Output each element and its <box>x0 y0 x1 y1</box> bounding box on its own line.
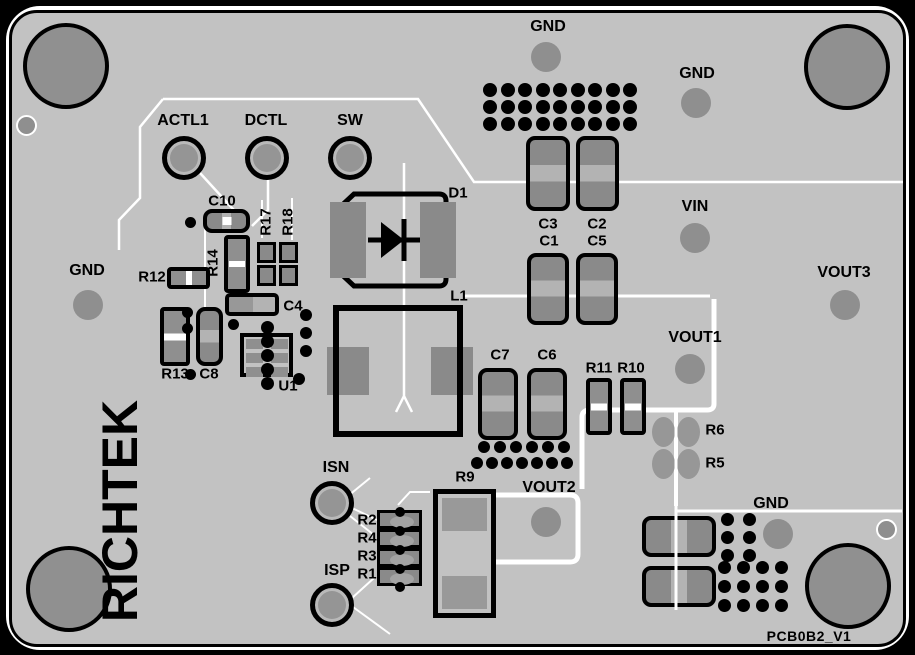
component-r11 <box>586 378 612 435</box>
label-c8: C8 <box>199 365 219 383</box>
label-c4: C4 <box>283 297 303 315</box>
component-c1 <box>527 253 569 325</box>
label-r13: R13 <box>161 365 189 383</box>
pad-gnd-bottom <box>763 519 793 549</box>
component-r6-pad-right <box>677 417 700 447</box>
label-vout1: VOUT1 <box>668 329 722 346</box>
label-r4: R4 <box>357 529 377 547</box>
label-r18: R18 <box>279 208 297 236</box>
component-r5-pad-left <box>652 449 675 479</box>
component-r10 <box>620 378 646 435</box>
pad-vout2 <box>531 507 561 537</box>
component-r14 <box>224 235 250 293</box>
label-c2: C2 <box>587 215 607 233</box>
component-c8 <box>196 307 223 366</box>
component-l1-pad-right <box>431 347 473 395</box>
label-vout2: VOUT2 <box>522 479 576 496</box>
tooling-hole-right <box>876 519 897 540</box>
testpoint-sw <box>328 136 372 180</box>
component-l1 <box>333 305 463 437</box>
d1-outline <box>335 191 449 289</box>
component-r18-pad-bottom <box>279 265 298 286</box>
label-r2: R2 <box>357 511 377 529</box>
label-c6: C6 <box>537 346 557 364</box>
label-c7: C7 <box>490 346 510 364</box>
component-c6 <box>527 368 567 440</box>
label-c5: C5 <box>587 232 607 250</box>
board-version-text: PCB0B2_V1 <box>766 628 852 644</box>
label-r5: R5 <box>705 454 725 472</box>
pad-vout3 <box>830 290 860 320</box>
pad-gnd-left <box>73 290 103 320</box>
label-r12: R12 <box>138 268 166 286</box>
label-gnd-left: GND <box>69 262 105 279</box>
label-gnd-bottom: GND <box>753 495 789 512</box>
testpoint-isp <box>310 583 354 627</box>
label-d1: D1 <box>448 184 468 202</box>
label-vin: VIN <box>681 198 709 215</box>
mounting-hole-top-right <box>804 24 890 110</box>
label-r11: R11 <box>585 359 613 377</box>
component-r9 <box>433 489 496 618</box>
label-r14: R14 <box>204 249 222 277</box>
component-c7 <box>478 368 518 440</box>
component-r5-pad-right <box>677 449 700 479</box>
label-gnd-top: GND <box>530 18 566 35</box>
component-r12 <box>167 267 210 289</box>
tooling-hole-left <box>16 115 37 136</box>
label-r1: R1 <box>357 565 377 583</box>
label-c1: C1 <box>539 232 559 250</box>
testpoint-dctl <box>245 136 289 180</box>
component-c3 <box>526 136 570 211</box>
component-r17-pad-top <box>257 242 276 263</box>
label-gnd-right: GND <box>679 65 715 82</box>
component-d1-pad-right <box>420 202 456 278</box>
label-l1: L1 <box>450 287 468 305</box>
component-d1-pad-left <box>330 202 366 278</box>
component-c4 <box>225 293 279 316</box>
component-c11 <box>642 516 716 557</box>
mounting-hole-bottom-left <box>26 546 112 632</box>
component-c5 <box>576 253 618 325</box>
label-r17: R17 <box>257 208 275 236</box>
label-c10: C10 <box>208 192 236 210</box>
label-isp: ISP <box>324 562 350 579</box>
testpoint-actl1 <box>162 136 206 180</box>
richtek-logo: RICHTEK <box>92 399 148 623</box>
label-c3: C3 <box>538 215 558 233</box>
label-r10: R10 <box>617 359 645 377</box>
pad-gnd-top <box>531 42 561 72</box>
component-r18-pad-top <box>279 242 298 263</box>
component-c10 <box>203 209 250 233</box>
label-actl1: ACTL1 <box>157 112 209 129</box>
pad-gnd-right <box>681 88 711 118</box>
pad-vout1 <box>675 354 705 384</box>
label-isn: ISN <box>322 459 350 476</box>
component-c2 <box>576 136 619 211</box>
mounting-hole-top-left <box>23 23 109 109</box>
label-sw: SW <box>337 112 363 129</box>
testpoint-isn <box>310 481 354 525</box>
diode-symbol-icon <box>381 222 404 258</box>
component-r17-pad-bottom <box>257 265 276 286</box>
component-r6-pad-left <box>652 417 675 447</box>
label-r9: R9 <box>455 468 475 486</box>
label-r6: R6 <box>705 421 725 439</box>
pad-vin <box>680 223 710 253</box>
label-dctl: DCTL <box>244 112 288 129</box>
label-u1: U1 <box>278 377 298 395</box>
label-r3: R3 <box>357 547 377 565</box>
component-r4 <box>377 529 422 548</box>
component-c9 <box>642 566 716 607</box>
mounting-hole-bottom-right <box>805 543 891 629</box>
label-vout3: VOUT3 <box>817 264 871 281</box>
